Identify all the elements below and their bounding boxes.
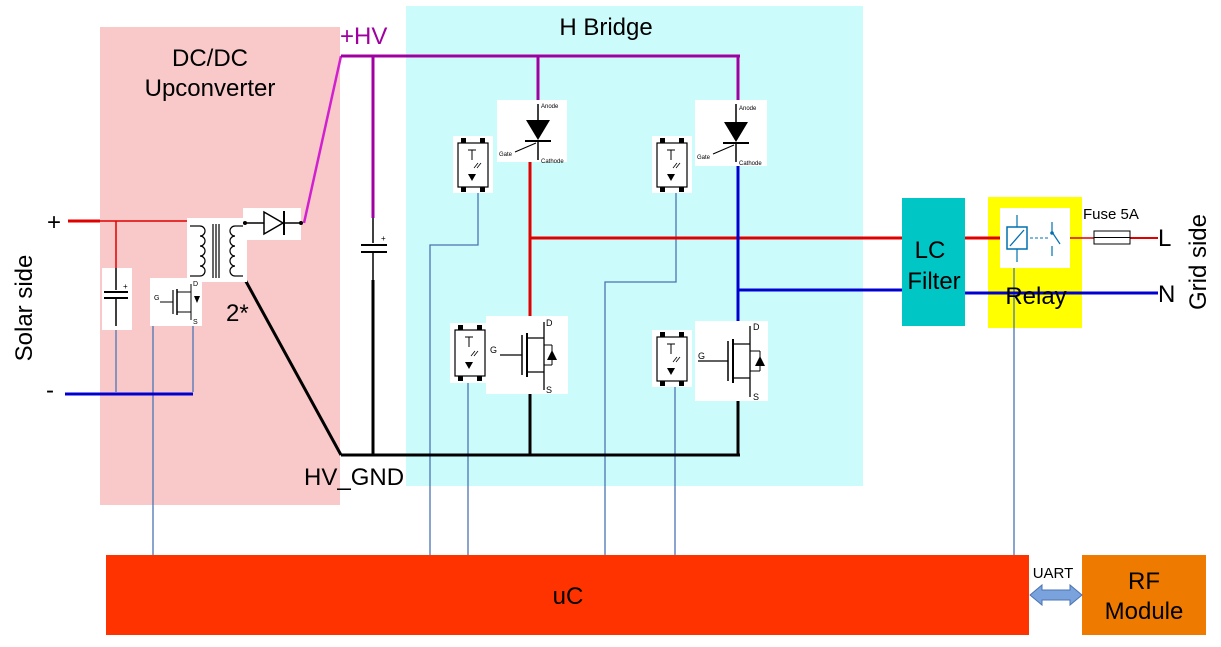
neutral-terminal-label: N [1158,281,1175,308]
turns-ratio-label: 2* [226,300,249,327]
lc-filter-line2: Filter [907,268,960,295]
mosfet-bottom-right: D G S [695,321,768,402]
fuse [1093,230,1131,245]
uc-block [106,555,1029,635]
input-capacitor: + [102,268,132,330]
line-terminal-label: L [1158,225,1171,252]
thyristor-left-gate: Gate [499,152,513,158]
mosfet-bottom-left: D G S [486,316,568,395]
hv-gnd-label: HV_GND [304,464,404,491]
transformer [187,218,247,282]
mosfet-bottom-left-d: D [546,318,553,328]
boost-mosfet: G D S [150,278,202,326]
thyristor-left-anode: Anode [541,104,559,110]
boost-mosfet-d: D [193,281,198,288]
output-diode [243,208,303,240]
grid-side-label: Grid side [1185,214,1212,310]
hbridge-block [406,6,863,486]
thyristor-right-anode: Anode [739,106,757,112]
thyristor-right: Anode Gate Cathode [695,100,767,167]
rf-module-line2: Module [1105,598,1184,625]
thyristor-left: Anode Gate Cathode [497,100,567,165]
solar-side-label: Solar side [11,255,38,362]
dcdc-title-line2: Upconverter [145,75,276,102]
hv-label: +HV [340,23,387,50]
optocoupler-top-left [453,136,493,193]
hv-capacitor: + [358,218,390,280]
boost-mosfet-s: S [193,319,198,326]
uart-label: UART [1033,565,1074,582]
relay-label: Relay [1005,283,1066,310]
mosfet-bottom-left-g: G [490,345,497,355]
plus-terminal-label: + [47,209,61,236]
optocoupler-top-right [652,136,692,193]
rf-module-line1: RF [1128,568,1160,595]
solar-input-wires [65,219,193,396]
uc-label: uC [553,583,584,610]
mosfet-bottom-right-g: G [698,351,705,361]
hbridge-title: H Bridge [559,14,652,41]
optocoupler-bottom-left [450,323,490,383]
fuse-label: Fuse 5A [1083,206,1139,223]
hv-gnd-wiring [241,275,740,457]
relay-symbol [1000,208,1070,268]
mosfet-bottom-left-s: S [546,385,552,395]
optocoupler-bottom-right [652,330,692,387]
rf-module-block [1082,555,1206,635]
lc-filter-line1: LC [915,237,946,264]
thyristor-left-cathode: Cathode [541,159,564,165]
dcdc-title-line1: DC/DC [172,45,248,72]
minus-terminal-label: - [46,377,54,404]
uart-arrow [1029,583,1083,607]
boost-mosfet-g: G [154,295,159,302]
thyristor-right-gate: Gate [697,155,711,161]
bridge-output-wires [528,160,1158,322]
mosfet-bottom-right-d: D [753,322,760,332]
lc-filter-block [902,198,965,326]
input-capacitor-plus: + [123,282,128,291]
hv-wiring [302,54,740,224]
thyristor-right-cathode: Cathode [739,161,762,167]
hv-capacitor-plus: + [381,234,386,243]
mosfet-bottom-right-s: S [753,392,759,402]
